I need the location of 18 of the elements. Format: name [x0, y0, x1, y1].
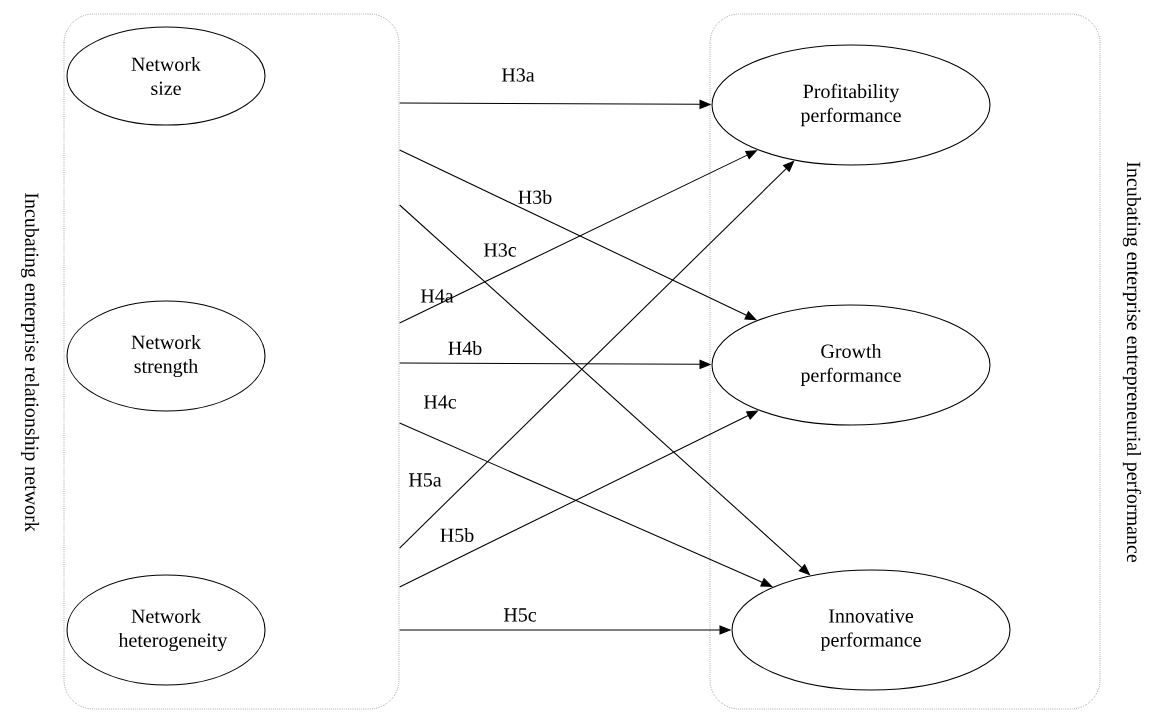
ellipse-node: Network strength [66, 300, 266, 412]
edge-label: H3c [483, 243, 517, 257]
node-label: Incubating enterprise relationship network [20, 193, 40, 532]
ellipse-node: Profitability performance [711, 44, 991, 166]
edge-label: H5c [503, 608, 537, 622]
ellipse-node: Network size [66, 26, 266, 126]
arrow [399, 160, 795, 549]
edge-label: H4a [420, 289, 454, 303]
edge-label: H5b [440, 528, 474, 543]
edge-label: H5a [408, 473, 442, 487]
ellipse-node: Growth performance [711, 304, 991, 426]
edge-label: H3a [501, 68, 535, 82]
node-label: Incubating enterprise entrepreneurial performance [1122, 162, 1142, 563]
ellipse-node: Network heterogeneity [66, 574, 266, 686]
edge-label: H4b [448, 341, 482, 356]
edge-label: H4c [423, 395, 457, 409]
edge-label: H3b [518, 190, 552, 205]
ellipse-node: Innovative performance [731, 569, 1011, 691]
